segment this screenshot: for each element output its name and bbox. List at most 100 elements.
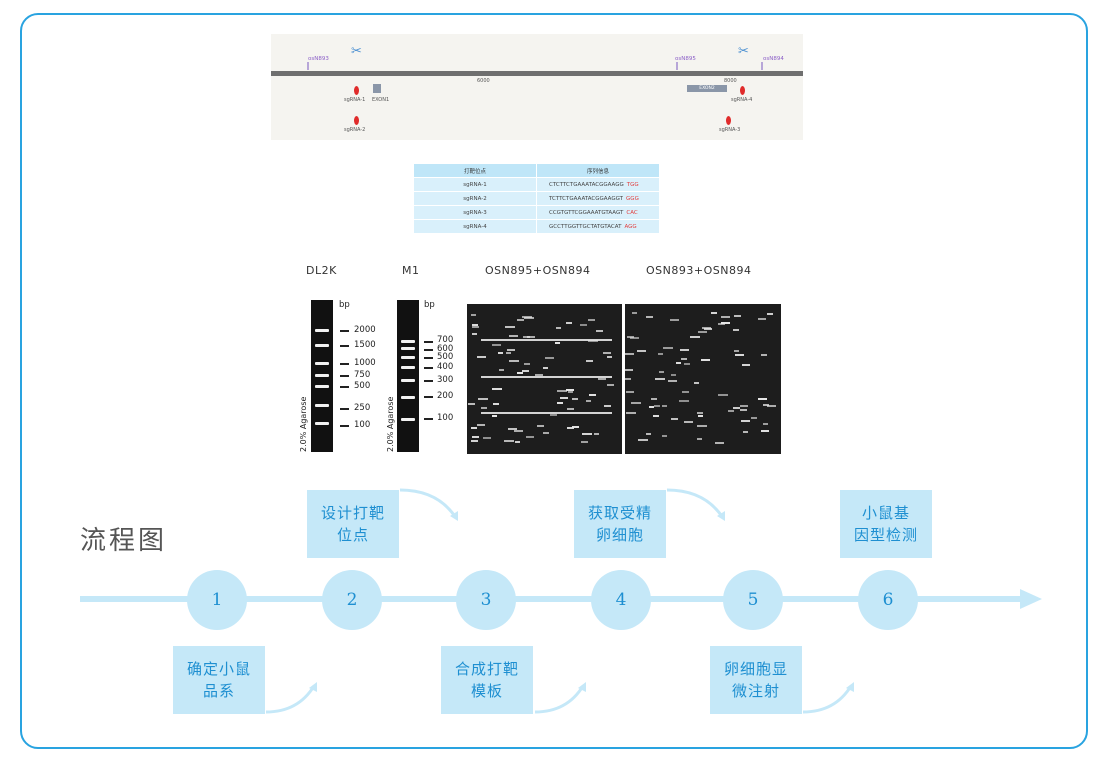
step-circle-5: 5 <box>723 570 783 630</box>
card-line: 位点 <box>336 526 369 544</box>
gel-band <box>493 403 499 405</box>
gel-band <box>653 415 659 417</box>
gel-band <box>514 430 523 432</box>
gel-band <box>582 433 592 435</box>
gel-band <box>679 400 689 402</box>
gel-band <box>478 398 488 400</box>
gel-band <box>701 359 710 361</box>
step-circle-1: 1 <box>187 570 247 630</box>
sequence-text: CCGTGTTCGGAAATGTAAGT <box>549 209 624 216</box>
primer-tick <box>307 62 309 70</box>
gel-well-line <box>481 376 612 378</box>
gel-band <box>477 356 486 358</box>
primer-label-osn894: osN894 <box>763 56 784 62</box>
card-line: 小鼠基 <box>861 504 910 522</box>
gel-band <box>742 364 750 366</box>
ladder-band <box>401 340 415 343</box>
gel-band <box>697 438 702 440</box>
m1-size-label: 600 <box>437 344 454 354</box>
size-tick <box>340 408 349 410</box>
size-tick <box>340 363 349 365</box>
step-card-get-oocytes: 获取受精 卵细胞 <box>574 490 666 558</box>
sequence-text: TCTTCTGAAATACGGAAGGT <box>549 195 624 202</box>
size-tick <box>340 425 349 427</box>
step-card-mouse-strain: 确定小鼠 品系 <box>173 646 265 714</box>
ladder-band <box>401 347 415 350</box>
m1-size-label: 700 <box>437 335 454 345</box>
gel-band <box>684 363 690 365</box>
m1-size-label: 200 <box>437 391 454 401</box>
card-line: 合成打靶 <box>454 660 519 678</box>
gel-band <box>471 427 477 429</box>
gel-band <box>740 409 747 411</box>
ladder-band <box>401 396 415 399</box>
card-line: 确定小鼠 <box>186 660 251 678</box>
step-circle-4: 4 <box>591 570 651 630</box>
size-tick <box>424 418 433 420</box>
gel-band <box>524 317 534 319</box>
gel-band <box>721 316 730 318</box>
gel-band <box>580 324 587 326</box>
gel-band <box>682 391 689 393</box>
gel-band <box>638 439 648 441</box>
gel-band <box>751 417 757 419</box>
gel-band <box>471 440 478 442</box>
gel-band <box>560 397 568 399</box>
ladder-band <box>315 329 329 332</box>
card-line: 因型检测 <box>853 526 918 544</box>
gel-band <box>607 356 612 358</box>
gel-band <box>728 410 734 412</box>
sequence-text: CTCTTCTGAAATACGGAAGG <box>549 181 624 188</box>
gel-band <box>508 428 517 430</box>
gel-band <box>676 362 681 364</box>
gel-band <box>492 388 502 390</box>
size-tick <box>340 330 349 332</box>
gel-band <box>632 312 637 314</box>
ladder-band <box>315 374 329 377</box>
gel-band <box>566 322 572 324</box>
gel-title-dl2k: DL2K <box>306 264 337 277</box>
dl2k-size-label: 1500 <box>354 340 376 350</box>
gel-band <box>492 415 497 417</box>
ladder-band <box>401 418 415 421</box>
dl2k-size-label: 250 <box>354 403 371 413</box>
gel-band <box>658 353 663 355</box>
gel-band <box>767 405 776 407</box>
primer-label-osn895: osN895 <box>675 56 696 62</box>
sequence-text: GCCTTGGTTGCTATGTACAT <box>549 223 622 230</box>
exon2-label: EXON2 <box>699 86 715 91</box>
timeline-arrowhead <box>1020 589 1042 609</box>
gel-band <box>671 374 676 376</box>
gel-band <box>681 358 687 360</box>
gel-band <box>468 403 475 405</box>
gel-band <box>721 322 730 324</box>
gel-band <box>715 442 724 444</box>
gel-band <box>698 331 707 333</box>
step-card-design-target: 设计打靶 位点 <box>307 490 399 558</box>
gel-band <box>567 408 574 410</box>
content-frame <box>20 13 1088 749</box>
dl2k-size-label: 2000 <box>354 325 376 335</box>
gel-band <box>543 367 548 369</box>
gel-band <box>509 335 518 337</box>
size-tick <box>424 380 433 382</box>
gel-band <box>472 333 477 335</box>
gel-band <box>517 372 523 374</box>
gel-band <box>758 318 766 320</box>
gel-band <box>743 431 748 433</box>
gel-band <box>767 313 773 315</box>
guide-label-sgrna1: sgRNA-1 <box>344 97 366 103</box>
step-card-genotyping: 小鼠基 因型检测 <box>840 490 932 558</box>
exon2-arrow: EXON2 <box>687 85 727 92</box>
gel-band <box>649 406 654 408</box>
primer-label-osn893: osN893 <box>308 56 329 62</box>
gel-title-m1: M1 <box>402 264 420 277</box>
gel-band <box>646 316 653 318</box>
gel-band <box>761 354 767 356</box>
gel-band <box>596 330 603 332</box>
gel-band <box>586 360 593 362</box>
exon1-arrow <box>373 84 381 93</box>
row-site: sgRNA-2 <box>414 192 537 205</box>
